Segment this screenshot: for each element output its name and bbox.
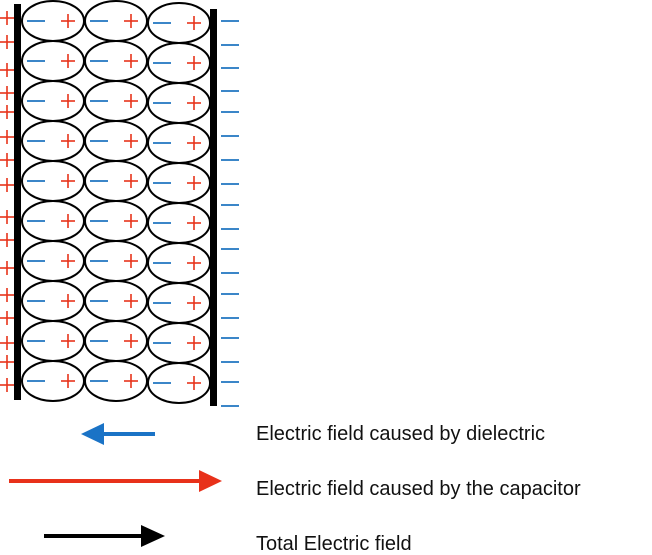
molecule-positive-charge bbox=[61, 294, 75, 308]
dielectric-molecule bbox=[84, 240, 148, 282]
dielectric-molecule bbox=[21, 200, 85, 242]
arrow-right-icon bbox=[199, 470, 222, 492]
dielectric-molecule bbox=[84, 80, 148, 122]
legend-label-dielectric-field: Electric field caused by dielectric bbox=[256, 423, 546, 445]
molecule-positive-charge bbox=[124, 214, 138, 228]
dielectric-molecule bbox=[84, 0, 148, 42]
dielectric-molecule bbox=[21, 0, 85, 42]
molecule-positive-charge bbox=[187, 336, 201, 350]
molecule-positive-charge bbox=[61, 374, 75, 388]
molecule-positive-charge bbox=[124, 174, 138, 188]
dielectric-molecules bbox=[21, 0, 211, 404]
plate-positive-charge bbox=[0, 233, 14, 247]
left-plate bbox=[14, 4, 21, 400]
molecule-positive-charge bbox=[187, 216, 201, 230]
molecule-positive-charge bbox=[187, 136, 201, 150]
dielectric-molecule bbox=[21, 160, 85, 202]
legend-label-total-field: Total Electric field bbox=[256, 533, 412, 555]
molecule-positive-charge bbox=[61, 214, 75, 228]
dielectric-molecule bbox=[21, 280, 85, 322]
plate-positive-charge bbox=[0, 355, 14, 369]
legend-label-capacitor-field: Electric field caused by the capacitor bbox=[256, 478, 581, 500]
dielectric-molecule bbox=[84, 360, 148, 402]
plate-positive-charge bbox=[0, 336, 14, 350]
molecule-positive-charge bbox=[124, 374, 138, 388]
dielectric-molecule bbox=[84, 280, 148, 322]
plate-positive-charge bbox=[0, 261, 14, 275]
molecule-positive-charge bbox=[61, 174, 75, 188]
plate-positive-charge bbox=[0, 153, 14, 167]
dielectric-molecule bbox=[147, 2, 211, 44]
molecule-positive-charge bbox=[187, 56, 201, 70]
plate-positive-charge bbox=[0, 210, 14, 224]
molecule-positive-charge bbox=[61, 254, 75, 268]
dielectric-molecule bbox=[147, 122, 211, 164]
molecule-positive-charge bbox=[187, 16, 201, 30]
molecule-positive-charge bbox=[187, 176, 201, 190]
dielectric-molecule bbox=[147, 82, 211, 124]
plate-positive-charge bbox=[0, 311, 14, 325]
molecule-positive-charge bbox=[61, 94, 75, 108]
molecule-positive-charge bbox=[124, 254, 138, 268]
dielectric-molecule bbox=[147, 322, 211, 364]
plate-positive-charge bbox=[0, 86, 14, 100]
arrow-right-icon bbox=[141, 525, 165, 547]
dielectric-molecule bbox=[84, 320, 148, 362]
dielectric-molecule bbox=[84, 160, 148, 202]
molecule-positive-charge bbox=[61, 134, 75, 148]
dielectric-molecule bbox=[21, 360, 85, 402]
molecule-positive-charge bbox=[124, 14, 138, 28]
plate-positive-charge bbox=[0, 130, 14, 144]
legend-arrow-dielectric bbox=[81, 423, 155, 445]
molecule-positive-charge bbox=[187, 256, 201, 270]
left-plate-charges bbox=[0, 11, 14, 392]
legend-arrow-capacitor bbox=[9, 470, 222, 492]
dielectric-molecule bbox=[84, 40, 148, 82]
molecule-positive-charge bbox=[124, 134, 138, 148]
molecule-positive-charge bbox=[61, 334, 75, 348]
dielectric-molecule bbox=[147, 242, 211, 284]
molecule-positive-charge bbox=[124, 334, 138, 348]
molecule-positive-charge bbox=[124, 94, 138, 108]
plate-positive-charge bbox=[0, 11, 14, 25]
dielectric-molecule bbox=[84, 120, 148, 162]
molecule-positive-charge bbox=[61, 14, 75, 28]
arrow-left-icon bbox=[81, 423, 104, 445]
dielectric-molecule bbox=[21, 80, 85, 122]
right-plate bbox=[210, 9, 217, 406]
right-plate-charges bbox=[221, 20, 239, 407]
plate-positive-charge bbox=[0, 288, 14, 302]
dielectric-molecule bbox=[147, 42, 211, 84]
plate-positive-charge bbox=[0, 35, 14, 49]
dielectric-molecule bbox=[21, 320, 85, 362]
dielectric-molecule bbox=[84, 200, 148, 242]
dielectric-molecule bbox=[21, 40, 85, 82]
molecule-positive-charge bbox=[187, 96, 201, 110]
molecule-outline bbox=[84, 360, 148, 402]
legend-arrow-total bbox=[44, 525, 165, 547]
molecule-positive-charge bbox=[187, 376, 201, 390]
molecule-positive-charge bbox=[61, 54, 75, 68]
dielectric-molecule bbox=[21, 240, 85, 282]
molecule-positive-charge bbox=[124, 294, 138, 308]
molecule-positive-charge bbox=[124, 54, 138, 68]
dielectric-molecule bbox=[147, 202, 211, 244]
plate-positive-charge bbox=[0, 378, 14, 392]
plate-positive-charge bbox=[0, 178, 14, 192]
dielectric-molecule bbox=[147, 362, 211, 404]
molecule-positive-charge bbox=[187, 296, 201, 310]
dielectric-molecule bbox=[147, 282, 211, 324]
plate-positive-charge bbox=[0, 105, 14, 119]
dielectric-molecule bbox=[147, 162, 211, 204]
plate-positive-charge bbox=[0, 63, 14, 77]
dielectric-molecule bbox=[21, 120, 85, 162]
